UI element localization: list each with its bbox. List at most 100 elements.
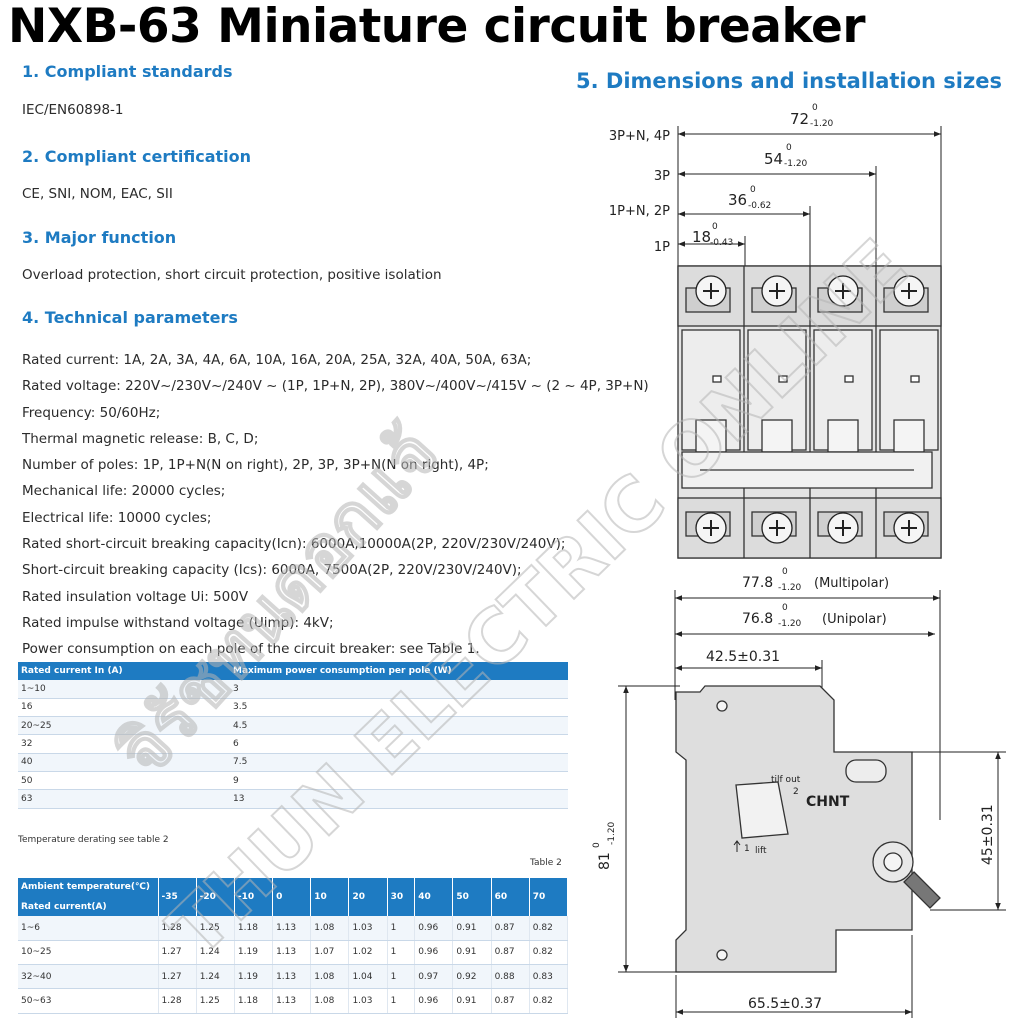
param-line: Thermal magnetic release: B, C, D;: [22, 430, 259, 447]
table-cell: 0.87: [491, 940, 530, 966]
tilt-out-label: tilf out: [771, 775, 801, 785]
table-cell: 16: [18, 698, 230, 718]
table-cell: 1.03: [348, 916, 388, 941]
table-cell: 1: [387, 964, 416, 990]
temp-header: 10: [310, 878, 350, 916]
table-cell: 0.96: [414, 988, 454, 1014]
param-line: Frequency: 50/60Hz;: [22, 404, 161, 421]
param-line: Power consumption on each pole of the ci…: [22, 641, 480, 658]
lift-label: lift: [755, 846, 767, 856]
temp-header: 70: [529, 878, 569, 916]
temp-header: 60: [491, 878, 530, 916]
section-4-heading: 4. Technical parameters: [22, 308, 238, 327]
table-cell: 1: [387, 988, 416, 1014]
table-cell: 1.24: [196, 940, 235, 966]
table2-caption: Table 2: [530, 858, 562, 868]
table-cell: 63: [18, 789, 230, 809]
table-cell: 0.96: [414, 940, 454, 966]
table-cell: 1.25: [196, 916, 235, 941]
table-cell: 1.13: [272, 940, 312, 966]
table-cell: 4.5: [230, 716, 568, 736]
param-line: Short-circuit breaking capacity (Ics): 6…: [22, 562, 522, 579]
temperature-derating-table: Ambient temperature(℃) Rated current(A) …: [18, 878, 569, 1014]
tol-upper: 0: [592, 842, 602, 848]
table-cell: 32: [18, 734, 230, 754]
table-cell: 0.83: [529, 964, 569, 990]
table-cell: 1.18: [234, 988, 274, 1014]
tol-lower: -1.20: [607, 821, 617, 845]
tol-lower: -1.20: [810, 119, 834, 129]
table-cell: 6: [230, 734, 568, 754]
table-cell: 0.82: [529, 940, 569, 966]
table-cell: 1.25: [196, 988, 235, 1014]
dim-36: 36: [728, 191, 747, 209]
param-line: Rated current: 1A, 2A, 3A, 4A, 6A, 10A, …: [22, 352, 532, 368]
table-cell: 1.13: [272, 916, 312, 941]
table-cell: 0.96: [414, 916, 454, 941]
table1-header: Rated current In (A): [18, 662, 230, 680]
table-cell: 1~10: [18, 680, 230, 699]
table-cell: 9: [230, 771, 568, 791]
temp-header: -10: [234, 878, 274, 916]
table-cell: 1.27: [158, 964, 197, 990]
dim-72: 72: [790, 110, 809, 128]
param-line: Rated short-circuit breaking capacity(Ic…: [22, 536, 566, 553]
table-cell: 1.08: [310, 988, 350, 1014]
section-2-text: CE, SNI, NOM, EAC, SII: [22, 186, 173, 202]
table-cell: 1.03: [348, 988, 388, 1014]
dim-54: 54: [764, 150, 783, 168]
temp-header: 50: [452, 878, 492, 916]
table-row-label: 1~6: [18, 916, 159, 941]
temp-header: 40: [414, 878, 454, 916]
tol-upper: 0: [812, 103, 818, 113]
poles-4p-label: 3P+N, 4P: [609, 129, 670, 144]
poles-1p-label: 1P: [654, 240, 670, 255]
section-3-text: Overload protection, short circuit prote…: [22, 267, 442, 283]
table-cell: 3.5: [230, 698, 568, 718]
table-cell: 20~25: [18, 716, 230, 736]
dim-18: 18: [692, 228, 711, 246]
tol-upper: 0: [782, 603, 788, 613]
section-1-heading: 1. Compliant standards: [22, 62, 233, 81]
tilt-out-number: 2: [793, 787, 799, 797]
param-line: Rated insulation voltage Ui: 500V: [22, 588, 249, 605]
temp-header: 20: [348, 878, 388, 916]
table-cell: 13: [230, 789, 568, 809]
section-2-heading: 2. Compliant certification: [22, 147, 252, 166]
table-cell: 0.92: [452, 964, 492, 990]
tol-upper: 0: [712, 222, 718, 232]
table-cell: 1.18: [234, 916, 274, 941]
param-line: Rated voltage: 220V~/230V~/240V ~ (1P, 1…: [22, 378, 649, 395]
tol-lower: -1.20: [778, 583, 802, 593]
table-cell: 1.28: [158, 988, 197, 1014]
tol-lower: -1.20: [778, 619, 802, 629]
table-cell: 1.19: [234, 964, 274, 990]
table-cell: 1.27: [158, 940, 197, 966]
param-line: Number of poles: 1P, 1P+N(N on right), 2…: [22, 457, 489, 474]
param-line: Electrical life: 10000 cycles;: [22, 509, 212, 526]
front-view-dimensions: [677, 126, 942, 268]
table-cell: 0.91: [452, 940, 492, 966]
tol-upper: 0: [782, 567, 788, 577]
table-cell: 1.13: [272, 964, 312, 990]
table-cell: 0.91: [452, 988, 492, 1014]
table-cell: 0.82: [529, 988, 569, 1014]
param-line: Rated impulse withstand voltage (Uimp): …: [22, 614, 334, 631]
tol-lower: -0.62: [748, 201, 771, 211]
poles-3p-label: 3P: [654, 169, 670, 184]
table-cell: 1: [387, 916, 416, 941]
tol-upper: 0: [750, 185, 756, 195]
table-cell: 0.97: [414, 964, 454, 990]
tol-lower: -1.20: [784, 159, 808, 169]
page-title: NXB-63 Miniature circuit breaker: [8, 0, 866, 54]
table-cell: 1.08: [310, 916, 350, 941]
table-cell: 0.87: [491, 916, 530, 941]
